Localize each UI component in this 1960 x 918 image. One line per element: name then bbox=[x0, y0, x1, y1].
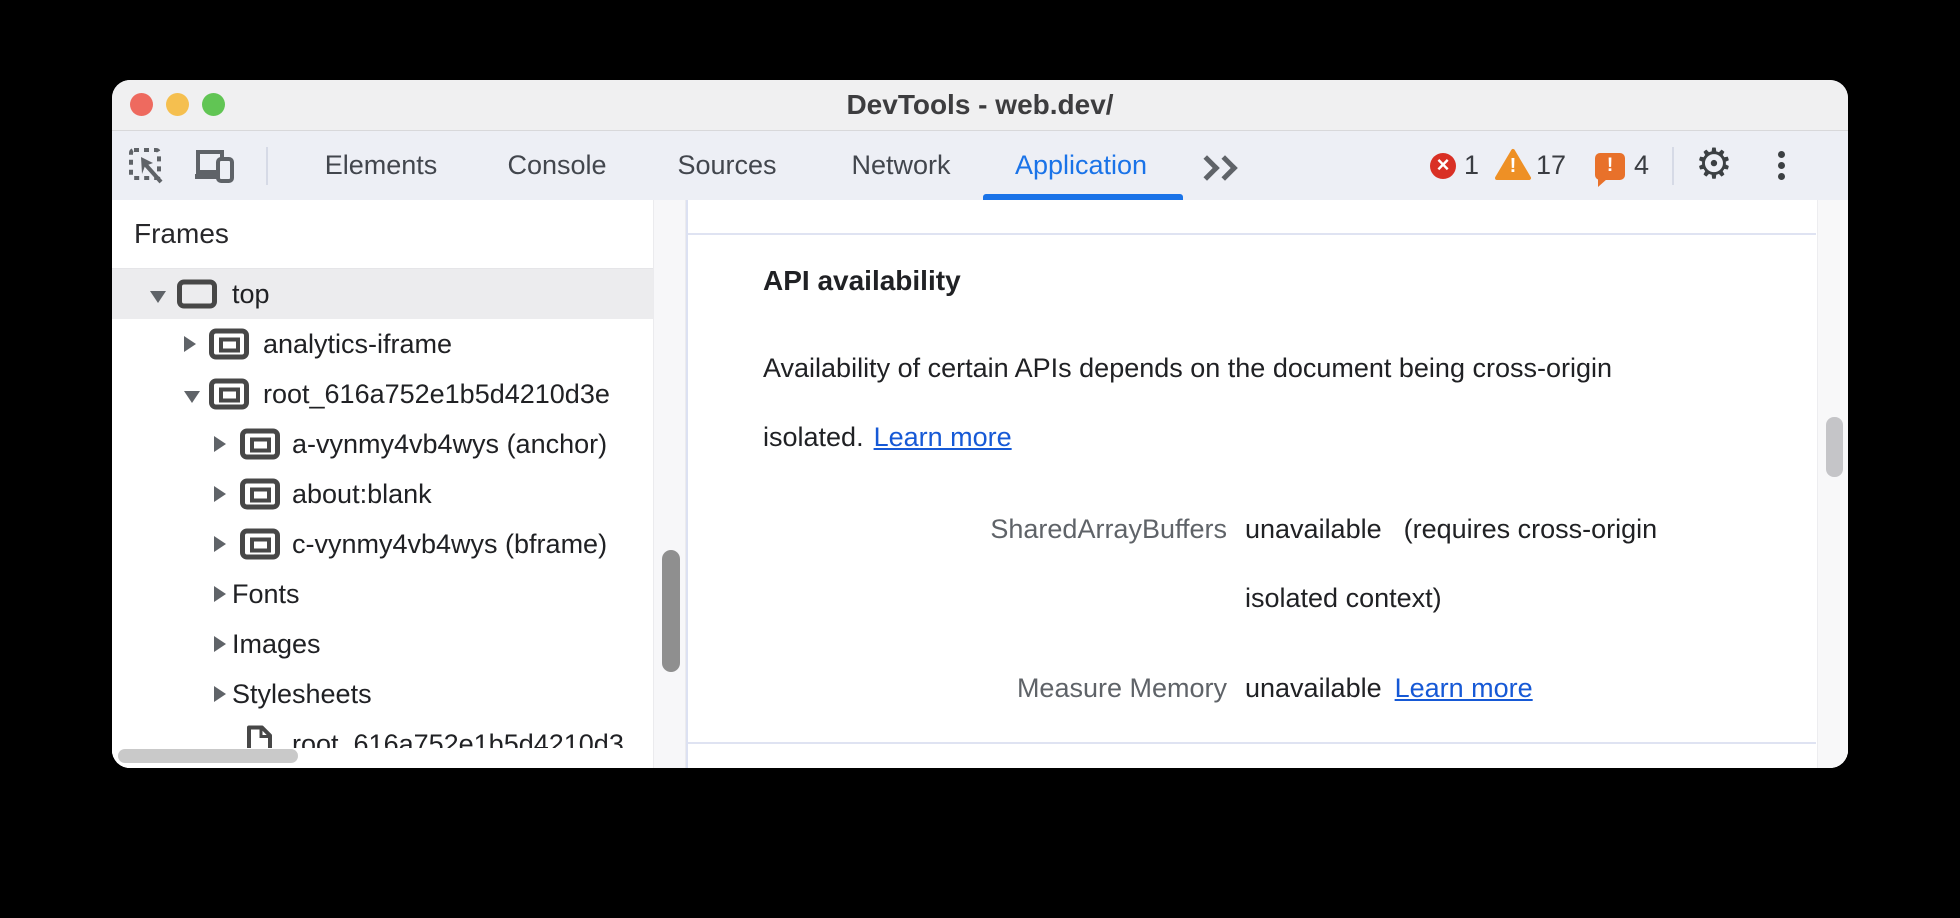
disclosure-triangle-collapsed-icon[interactable] bbox=[214, 686, 226, 702]
availability-note-line1: (requires cross-origin bbox=[1403, 514, 1658, 544]
iframe-icon bbox=[240, 478, 280, 510]
frames-header: Frames bbox=[112, 200, 653, 269]
window-title: DevTools - web.dev/ bbox=[846, 89, 1114, 120]
horizontal-scrollbar-thumb[interactable] bbox=[118, 749, 298, 763]
frames-header-label: Frames bbox=[134, 218, 229, 249]
title-bar: DevTools - web.dev/ bbox=[112, 80, 1848, 131]
error-icon[interactable] bbox=[1430, 153, 1456, 179]
disclosure-triangle-collapsed-icon[interactable] bbox=[214, 536, 226, 552]
toolbar-divider bbox=[1672, 147, 1674, 185]
availability-status: unavailable bbox=[1245, 514, 1382, 544]
window-frame-icon bbox=[177, 279, 217, 309]
content-area: Frames top analytics-iframe bbox=[112, 200, 1848, 768]
api-availability-heading: API availability bbox=[763, 265, 961, 296]
sidebar-vertical-scrollbar[interactable] bbox=[653, 200, 686, 768]
tab-sources[interactable]: Sources bbox=[677, 150, 777, 180]
tree-item-images[interactable]: Images bbox=[112, 619, 653, 669]
panel-divider[interactable] bbox=[686, 200, 688, 768]
disclosure-triangle-expanded-icon[interactable] bbox=[150, 291, 166, 303]
iframe-icon bbox=[209, 378, 249, 410]
api-description-line2-text: isolated. bbox=[763, 422, 864, 452]
disclosure-triangle-expanded-icon[interactable] bbox=[184, 391, 200, 403]
availability-note-line2: isolated context) bbox=[1245, 583, 1442, 613]
error-count[interactable]: 1 bbox=[1464, 150, 1480, 180]
main-vertical-scrollbar[interactable] bbox=[1817, 200, 1848, 768]
warning-icon[interactable]: ! bbox=[1494, 148, 1532, 187]
tree-item-bframe[interactable]: c-vynmy4vb4wys (bframe) bbox=[112, 519, 653, 569]
learn-more-link[interactable]: Learn more bbox=[873, 422, 1012, 452]
tab-application[interactable]: Application bbox=[1014, 150, 1148, 180]
disclosure-triangle-collapsed-icon[interactable] bbox=[214, 486, 226, 502]
tree-item-top[interactable]: top bbox=[112, 269, 653, 319]
issues-icon[interactable] bbox=[1595, 153, 1625, 187]
tree-item-root-frame[interactable]: root_616a752e1b5d4210d3e bbox=[112, 369, 653, 419]
tree-item-about-blank[interactable]: about:blank bbox=[112, 469, 653, 519]
selected-tab-underline bbox=[983, 194, 1183, 200]
frames-sidebar: Frames top analytics-iframe bbox=[112, 200, 653, 768]
warning-count[interactable]: 17 bbox=[1536, 150, 1567, 180]
minimize-window-button[interactable] bbox=[166, 93, 189, 116]
sidebar-scrollbar-thumb[interactable] bbox=[662, 550, 680, 672]
measure-memory-learn-more-link[interactable]: Learn more bbox=[1394, 673, 1533, 703]
application-panel: API availability Availability of certain… bbox=[688, 200, 1848, 768]
frames-tree: top analytics-iframe root_616a752e1b5d42… bbox=[112, 269, 653, 768]
disclosure-triangle-collapsed-icon[interactable] bbox=[214, 436, 226, 452]
main-scrollbar-thumb[interactable] bbox=[1826, 417, 1843, 477]
iframe-icon bbox=[240, 428, 280, 460]
kebab-menu-icon[interactable] bbox=[1778, 151, 1786, 181]
section-top-border bbox=[688, 233, 1816, 235]
devtools-window: DevTools - web.dev/ Elements Conso bbox=[112, 80, 1848, 768]
toolbar-divider bbox=[266, 147, 268, 185]
measure-memory-label: Measure Memory bbox=[1016, 673, 1227, 703]
iframe-icon bbox=[209, 328, 249, 360]
zoom-window-button[interactable] bbox=[202, 93, 225, 116]
shared-array-buffers-value: unavailable (requires cross-origin bbox=[1245, 495, 1657, 564]
tree-item-anchor-frame[interactable]: a-vynmy4vb4wys (anchor) bbox=[112, 419, 653, 469]
disclosure-triangle-collapsed-icon[interactable] bbox=[184, 336, 196, 352]
iframe-icon bbox=[240, 528, 280, 560]
device-toolbar-icon[interactable] bbox=[194, 148, 234, 189]
tree-item-analytics-iframe[interactable]: analytics-iframe bbox=[112, 319, 653, 369]
inspect-element-icon[interactable] bbox=[128, 147, 166, 190]
tab-network[interactable]: Network bbox=[851, 150, 951, 180]
issue-count[interactable]: 4 bbox=[1634, 150, 1650, 180]
settings-gear-icon[interactable] bbox=[1692, 131, 1736, 200]
availability-status: unavailable bbox=[1245, 673, 1382, 703]
disclosure-triangle-collapsed-icon[interactable] bbox=[214, 636, 226, 652]
tab-console[interactable]: Console bbox=[507, 150, 607, 180]
sidebar-horizontal-scrollbar[interactable] bbox=[112, 748, 653, 768]
tree-item-fonts[interactable]: Fonts bbox=[112, 569, 653, 619]
api-description-line2: isolated. Learn more bbox=[763, 403, 1012, 472]
api-description-line1: Availability of certain APIs depends on … bbox=[763, 353, 1612, 383]
tab-elements[interactable]: Elements bbox=[324, 150, 438, 180]
devtools-toolbar: Elements Console Sources Network Applica… bbox=[112, 131, 1848, 200]
more-tabs-icon[interactable] bbox=[1212, 155, 1238, 181]
tree-item-stylesheets[interactable]: Stylesheets bbox=[112, 669, 653, 719]
disclosure-triangle-collapsed-icon[interactable] bbox=[214, 586, 226, 602]
measure-memory-value: unavailable Learn more bbox=[1245, 654, 1533, 723]
close-window-button[interactable] bbox=[130, 93, 153, 116]
section-bottom-border bbox=[688, 742, 1816, 744]
shared-array-buffers-label: SharedArrayBuffers bbox=[990, 514, 1227, 544]
